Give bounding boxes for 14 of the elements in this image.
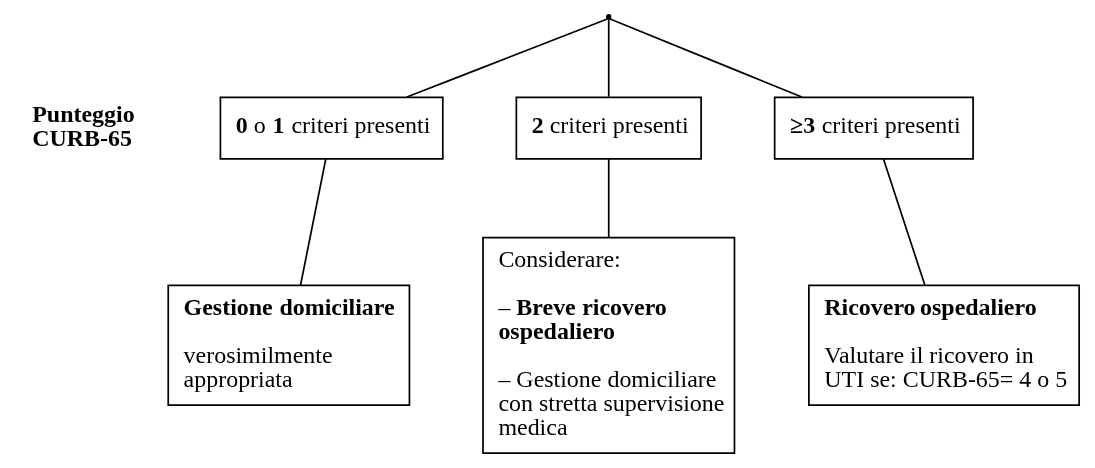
- label: Punteggio CURB-65: [31, 100, 135, 151]
- node-box: Ricovero ospedaliero Valutare il ricovero in UTI se: CURB-65= 4 o 5: [807, 284, 1080, 407]
- connector: [299, 158, 327, 287]
- node-box: Considerare: – Breve ricovero ospedaliero – Gestione domiciliare con stretta supervisione medica: [481, 236, 735, 454]
- node-box: 0 o 1 criteri presenti: [219, 96, 444, 160]
- connector: [405, 17, 609, 98]
- connector: [608, 17, 803, 98]
- node-box: 2 criteri presenti: [515, 96, 702, 160]
- connector: [607, 158, 610, 239]
- connector: [607, 17, 610, 98]
- connector: [882, 158, 926, 287]
- node-box: ≥3 criteri presenti: [773, 96, 974, 160]
- node-point: [605, 14, 611, 20]
- node-box: Gestione domiciliare verosimilmente appropriata: [166, 284, 410, 407]
